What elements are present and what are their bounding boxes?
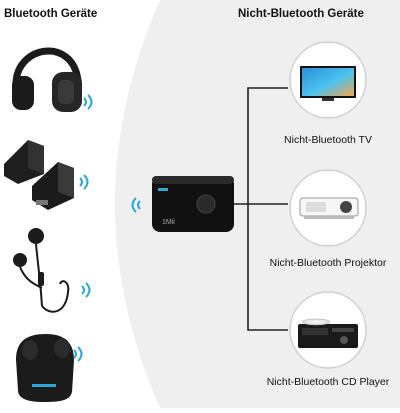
earphones-icon: [13, 228, 70, 313]
wave-icon: [73, 346, 83, 362]
tv-icon: [300, 66, 356, 101]
target-label-projector: Nicht-Bluetooth Projektor: [269, 257, 387, 269]
connector-lines: [232, 87, 288, 331]
wave-icon: [79, 174, 89, 190]
target-label-cd-player: Nicht-Bluetooth CD Player: [266, 376, 390, 388]
adapter-brand: 1Mii: [162, 219, 175, 226]
wave-icon: [81, 282, 91, 298]
projector-icon: [299, 197, 359, 219]
adapter-wave-icon: [131, 197, 141, 213]
wave-icon: [83, 94, 93, 110]
cd-player-icon: [298, 318, 358, 348]
target-label-tv: Nicht-Bluetooth TV: [284, 134, 372, 146]
speakers-icon: [4, 140, 74, 210]
bluetooth-adapter-icon: 1Mii: [131, 176, 234, 232]
left-title: Bluetooth Geräte: [4, 8, 98, 20]
earbuds-icon: [16, 334, 74, 402]
headphones-icon: [12, 47, 82, 112]
right-title: Nicht-Bluetooth Geräte: [238, 8, 364, 20]
